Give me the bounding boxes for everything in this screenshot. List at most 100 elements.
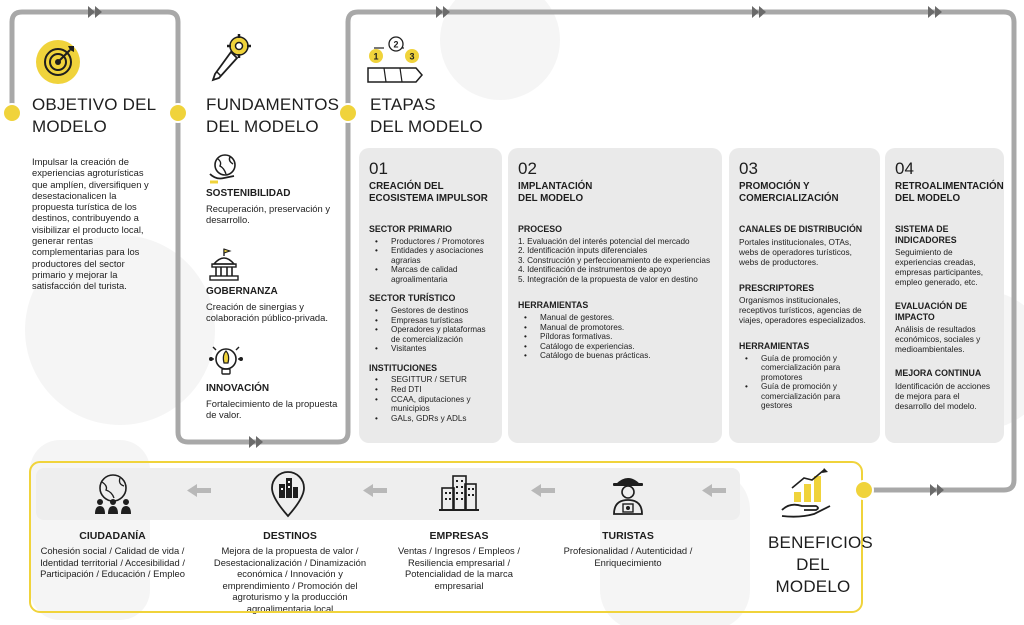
stage-title: IMPLANTACIÓN DEL MODELO bbox=[518, 181, 593, 204]
objective-text: Impulsar la creación de experiencias agr… bbox=[32, 156, 149, 292]
list-item: Manual de promotores. bbox=[518, 323, 712, 333]
target-icon bbox=[34, 38, 158, 86]
bullet-list: Gestores de destinos Empresas turísticas… bbox=[369, 306, 492, 354]
stage-title: CREACIÓN DEL ECOSISTEMA IMPULSOR bbox=[369, 181, 488, 204]
section-heading: EVALUACIÓN DE IMPACTO bbox=[895, 301, 968, 322]
section-text: Portales institucionales, OTAs, webs de … bbox=[739, 236, 852, 267]
globe-hands-icon bbox=[208, 152, 341, 184]
bullet-list: SEGITTUR / SETUR Red DTI CCAA, diputacio… bbox=[369, 375, 492, 423]
list-item: 3. Construcción y perfeccionamiento de e… bbox=[518, 255, 711, 265]
list-item: 1. Evaluación del interés potencial del … bbox=[518, 236, 690, 246]
list-item: 2. Identificación inputs diferenciales bbox=[518, 246, 648, 256]
bullet-list: Guía de promoción y comercialización par… bbox=[739, 354, 870, 412]
benefit-text: Mejora de la propuesta de valor / Desest… bbox=[213, 545, 367, 614]
benefit-title: EMPRESAS bbox=[429, 530, 489, 542]
list-item: Productores / Promotores bbox=[369, 237, 492, 247]
list-item: 5. Integración de la propuesta de valor … bbox=[518, 274, 698, 284]
section-text: Organismos institucionales, receptivos t… bbox=[739, 295, 866, 325]
pillar-text: Creación de sinergias y colaboración púb… bbox=[206, 301, 328, 324]
stage-card-03: 03 PROMOCIÓN Y COMERCIALIZACIÓN CANALES … bbox=[729, 148, 880, 443]
flow-arrow-2 bbox=[531, 484, 555, 497]
pillar-title: GOBERNANZA bbox=[206, 286, 278, 297]
stage-title: PROMOCIÓN Y COMERCIALIZACIÓN bbox=[739, 181, 839, 204]
stage-card-04: 04 RETROALIMENTACIÓN DEL MODELO SISTEMA … bbox=[885, 148, 1004, 443]
pillar-text: Fortalecimiento de la propuesta de valor… bbox=[206, 398, 338, 421]
pillar-governance: GOBERNANZA Creación de sinergias y colab… bbox=[206, 248, 341, 324]
list-item: Visitantes bbox=[369, 344, 492, 354]
stage-number: 02 bbox=[518, 159, 537, 178]
benefit-tourists: TURISTAS Profesionalidad / Autenticidad … bbox=[560, 530, 696, 568]
section-heading: MEJORA CONTINUA bbox=[895, 368, 982, 378]
section-heading: PRESCRIPTORES bbox=[739, 282, 815, 293]
list-item: Red DTI bbox=[369, 385, 492, 395]
bullet-list: Manual de gestores. Manual de promotores… bbox=[518, 313, 712, 361]
benefit-title: CIUDADANÍA bbox=[79, 530, 146, 542]
section-heading: CANALES DE DISTRIBUCIÓN bbox=[739, 224, 863, 234]
benefit-text: Cohesión social / Calidad de vida / Iden… bbox=[40, 545, 185, 579]
list-item: Guía de promoción y comercialización par… bbox=[739, 354, 870, 383]
list-item: Catálogo de experiencias. bbox=[518, 342, 712, 352]
pillar-sustainability: SOSTENIBILIDAD Recuperación, preservació… bbox=[206, 152, 341, 226]
gear-pencil-icon bbox=[209, 34, 255, 84]
benefit-title: TURISTAS bbox=[602, 530, 654, 542]
list-item: Gestores de destinos bbox=[369, 306, 492, 316]
hand-growth-chart-icon bbox=[780, 466, 836, 520]
benefits-title: BENEFICIOS DEL MODELO bbox=[768, 533, 873, 596]
section-heading: SECTOR PRIMARIO bbox=[369, 224, 452, 234]
pillar-title: SOSTENIBILIDAD bbox=[206, 188, 291, 199]
rocket-bulb-icon bbox=[208, 343, 341, 379]
stage-card-02: 02 IMPLANTACIÓN DEL MODELO PROCESO 1. Ev… bbox=[508, 148, 722, 443]
section-heading: HERRAMIENTAS bbox=[518, 300, 589, 311]
stage-number: 01 bbox=[369, 159, 388, 178]
list-item: Guía de promoción y comercialización par… bbox=[739, 382, 870, 411]
objective-title: OBJETIVO DEL MODELO bbox=[32, 95, 157, 136]
section-text: Identificación de acciones de mejora par… bbox=[895, 380, 991, 411]
flow-arrow-1 bbox=[702, 484, 726, 497]
benefit-citizenship: CIUDADANÍA Cohesión social / Calidad de … bbox=[40, 530, 185, 580]
bullet-list: Productores / Promotores Entidades y aso… bbox=[369, 237, 492, 285]
buildings-icon bbox=[438, 472, 480, 514]
stage-title: RETROALIMENTACIÓN DEL MODELO bbox=[895, 181, 1004, 204]
benefit-companies: EMPRESAS Ventas / Ingresos / Empleos / R… bbox=[395, 530, 523, 591]
benefit-text: Ventas / Ingresos / Empleos / Resilienci… bbox=[398, 545, 520, 591]
section-heading: PROCESO bbox=[518, 224, 562, 234]
flow-arrow-4 bbox=[187, 484, 211, 497]
list-item: Empresas turísticas bbox=[369, 316, 492, 326]
step-digit-2: 2 bbox=[393, 40, 398, 50]
stages-title: ETAPAS DEL MODELO bbox=[370, 95, 483, 136]
section-heading: SECTOR TURÍSTICO bbox=[369, 293, 456, 304]
section-heading: HERRAMIENTAS bbox=[739, 341, 810, 351]
benefit-destinations: DESTINOS Mejora de la propuesta de valor… bbox=[206, 530, 374, 614]
section-heading: INSTITUCIONES bbox=[369, 362, 437, 373]
list-item: Catálogo de buenas prácticas. bbox=[518, 351, 712, 361]
flow-arrow-3 bbox=[363, 484, 387, 497]
tourist-icon bbox=[608, 472, 648, 516]
steps-123-icon: 1 2 3 bbox=[366, 36, 426, 84]
list-item: Entidades y asociaciones agrarias bbox=[369, 246, 492, 265]
step-digit-1: 1 bbox=[373, 52, 378, 62]
government-building-icon bbox=[208, 248, 341, 282]
benefit-title: DESTINOS bbox=[263, 530, 317, 542]
pillar-text: Recuperación, preservación y desarrollo. bbox=[206, 203, 331, 226]
list-item: Píldoras formativas. bbox=[518, 332, 712, 342]
citizens-globe-icon bbox=[92, 472, 134, 516]
objective-column bbox=[28, 38, 158, 86]
list-item: Operadores y plataformas de comercializa… bbox=[369, 325, 492, 344]
numbered-list: 1. Evaluación del interés potencial del … bbox=[518, 237, 712, 285]
benefit-text: Profesionalidad / Autenticidad / Enrique… bbox=[563, 545, 693, 568]
section-text: Análisis de resultados económicos, socia… bbox=[895, 324, 981, 354]
list-item: SEGITTUR / SETUR bbox=[369, 375, 492, 385]
list-item: GALs, GDRs y ADLs bbox=[369, 414, 492, 424]
list-item: 4. Identificación de instrumentos de apo… bbox=[518, 265, 672, 275]
step-digit-3: 3 bbox=[409, 52, 414, 62]
list-item: Marcas de calidad agroalimentaria bbox=[369, 265, 492, 284]
pillar-title: INNOVACIÓN bbox=[206, 383, 270, 394]
stage-number: 04 bbox=[895, 159, 914, 178]
section-heading: SISTEMA DE INDICADORES bbox=[895, 224, 957, 245]
stage-card-01: 01 CREACIÓN DEL ECOSISTEMA IMPULSOR SECT… bbox=[359, 148, 502, 443]
city-pin-icon bbox=[268, 470, 308, 518]
stage-number: 03 bbox=[739, 159, 758, 178]
list-item: Manual de gestores. bbox=[518, 313, 712, 323]
section-text: Seguimiento de experiencias creadas, emp… bbox=[895, 247, 984, 287]
